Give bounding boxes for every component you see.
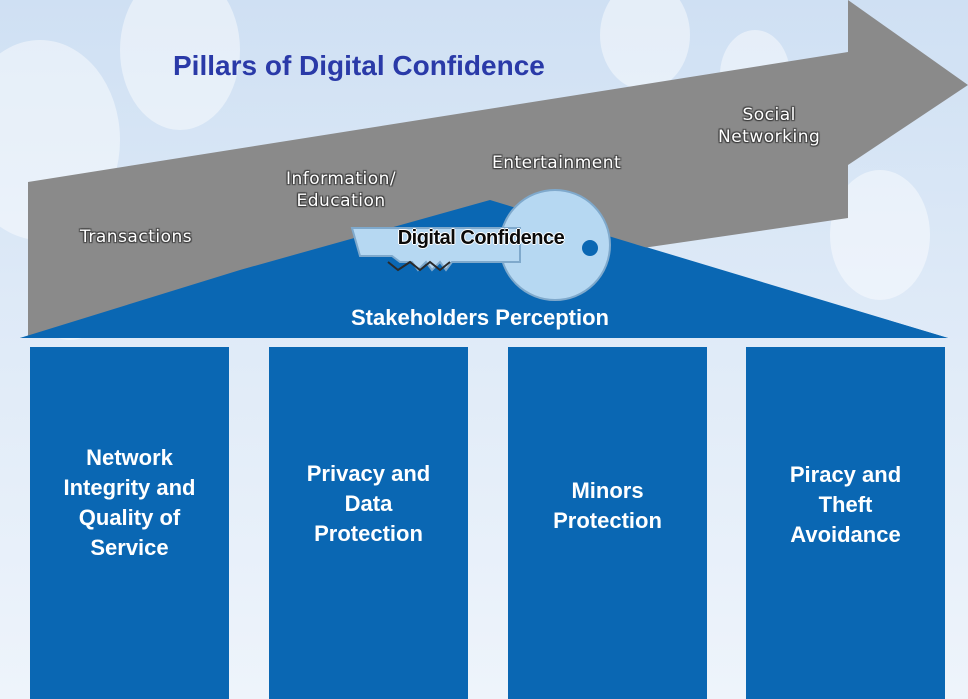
stage-label-information: Information/ Education bbox=[286, 169, 397, 211]
pillar-label: Piracy and Theft Avoidance bbox=[789, 462, 902, 547]
page-title: Pillars of Digital Confidence bbox=[173, 50, 545, 81]
key-icon bbox=[350, 189, 611, 301]
stage-label-social-networking: Social Networking bbox=[718, 105, 821, 147]
pillar-label: Network Integrity and Quality of Service bbox=[63, 445, 196, 560]
roof-label: Stakeholders Perception bbox=[351, 305, 609, 330]
pillar-label: Minors Protection bbox=[553, 478, 662, 533]
pillar-minors-protection: Minors Protection bbox=[508, 347, 707, 699]
key-label: Digital Confidence bbox=[397, 227, 565, 249]
roof-overlay bbox=[20, 200, 948, 338]
growth-arrow bbox=[28, 0, 968, 338]
pillar-privacy: Privacy and Data Protection bbox=[269, 347, 468, 699]
pillar-label: Privacy and Data Protection bbox=[306, 461, 431, 546]
background-bubble bbox=[120, 0, 240, 130]
pillar-network-integrity: Network Integrity and Quality of Service bbox=[30, 347, 229, 699]
pillar-piracy-avoidance: Piracy and Theft Avoidance bbox=[746, 347, 945, 699]
stage-label-entertainment: Entertainment bbox=[492, 153, 622, 173]
background-bubble bbox=[600, 0, 690, 90]
stage-label-transactions: Transactions bbox=[80, 227, 193, 247]
